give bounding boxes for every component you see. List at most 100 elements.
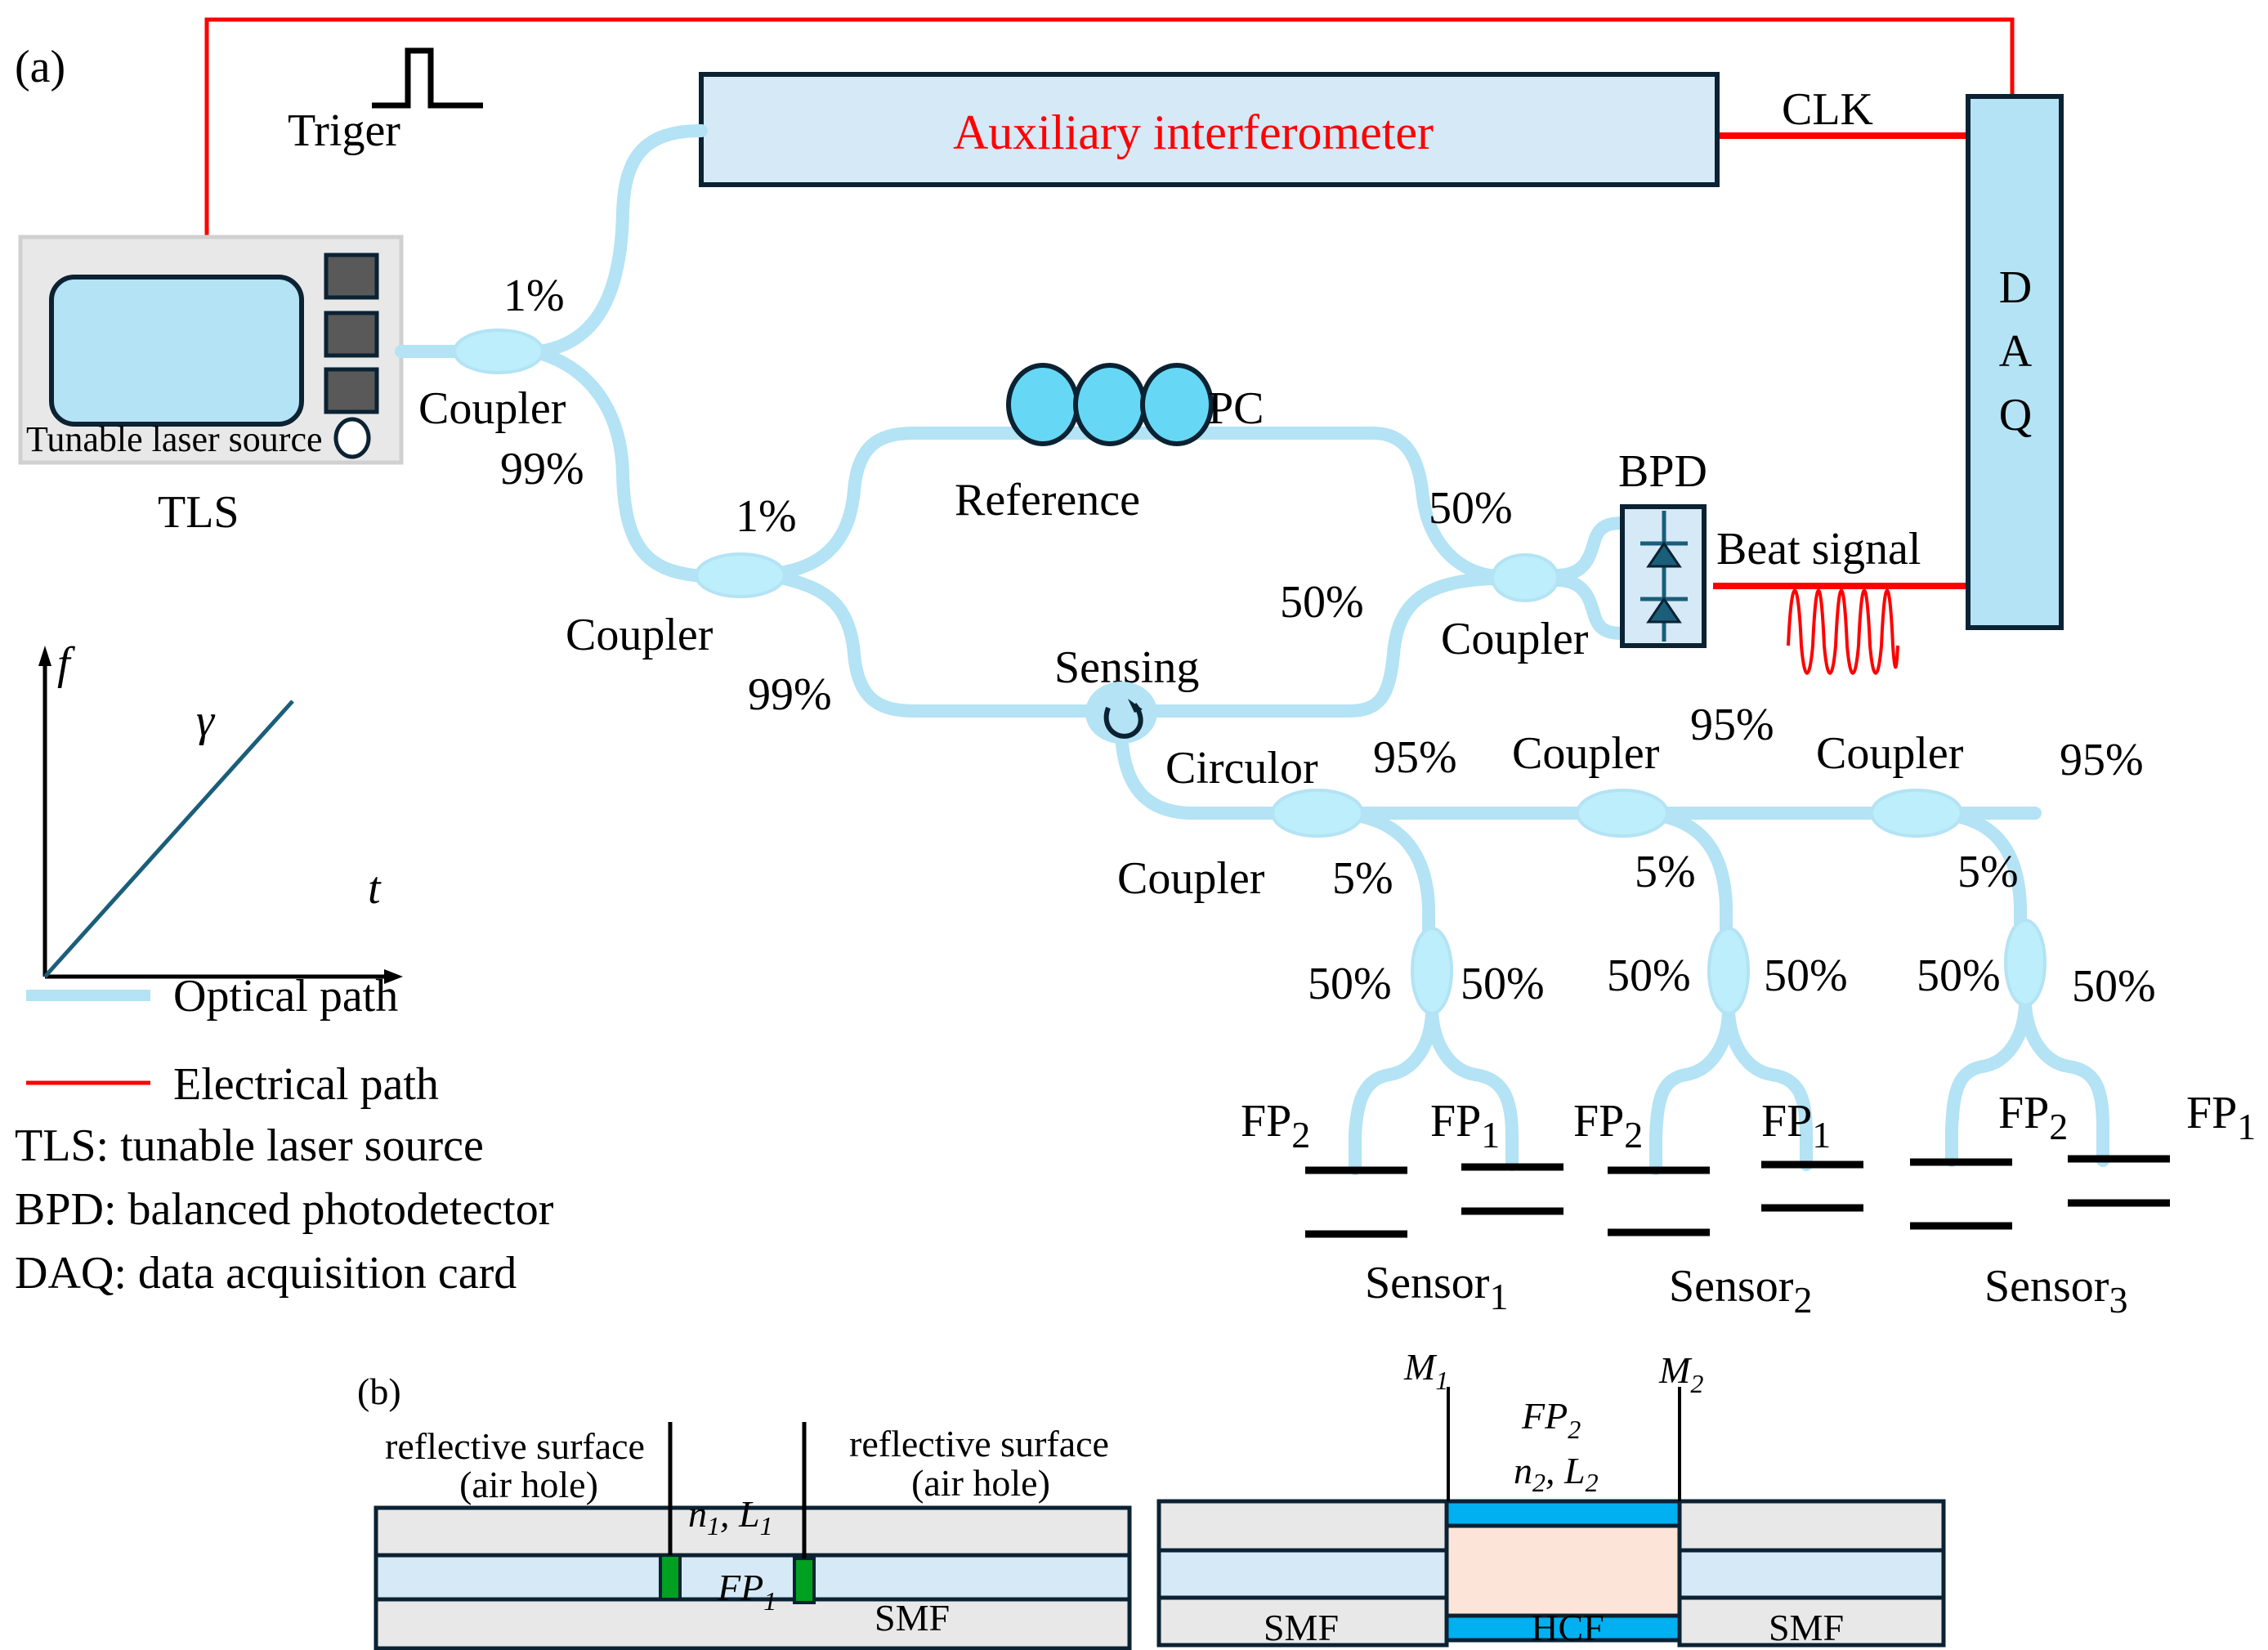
sensor-2-fp-right: FP1 xyxy=(1761,1096,1831,1156)
chain-coupler-2-tap-ratio: 5% xyxy=(1635,847,1696,897)
smf-right-core xyxy=(1677,1548,1946,1600)
sensor-1-fp1-mirrors xyxy=(1461,1163,1563,1215)
polarization-controller[interactable] xyxy=(1006,363,1214,446)
fp2-name: FP2 xyxy=(1521,1395,1581,1444)
coupler-2-label: Coupler xyxy=(566,610,714,660)
daq-letter-q: Q xyxy=(1999,390,2032,440)
coupler-3-label: Coupler xyxy=(1441,614,1589,664)
sensor-1-left-ratio: 50% xyxy=(1308,959,1392,1009)
abbreviation-list: TLS: tunable laser source BPD: balanced … xyxy=(15,1120,554,1299)
sensor-3-fp-right: FP1 xyxy=(2186,1088,2256,1147)
fp1-fiber-label: SMF xyxy=(875,1597,950,1639)
fp1-right-note-line2: (air hole) xyxy=(911,1462,1050,1504)
tls-screen xyxy=(49,275,304,427)
auxiliary-interferometer[interactable]: Auxiliary interferometer xyxy=(699,72,1720,187)
sensor-1-label: Sensor1 xyxy=(1365,1258,1508,1317)
sweep-rate-label: γ xyxy=(196,695,216,746)
photodiode-icon xyxy=(1646,597,1682,624)
circulator[interactable] xyxy=(1085,682,1157,744)
circulator-label: Circulor xyxy=(1165,743,1318,794)
chain-coupler-3-label: Coupler xyxy=(1816,728,1964,779)
auxiliary-interferometer-label: Auxiliary interferometer xyxy=(953,105,1434,159)
sensor-1-fp-right: FP1 xyxy=(1430,1096,1500,1156)
daq-card[interactable]: D A Q xyxy=(1966,94,2064,630)
photodiode-icon xyxy=(1646,541,1682,568)
beat-signal-label: Beat signal xyxy=(1716,524,1921,575)
sensor-2-label: Sensor2 xyxy=(1669,1261,1812,1321)
panel-b-label: (b) xyxy=(357,1371,401,1412)
circulator-arrow-icon xyxy=(1103,703,1143,739)
sensor-3-label: Sensor3 xyxy=(1984,1261,2127,1321)
smf-upper-cladding xyxy=(374,1505,1132,1558)
hcf-upper-cladding xyxy=(1444,1499,1682,1528)
smf-lower-cladding xyxy=(374,1597,1132,1650)
chain-coupler-1[interactable] xyxy=(1271,789,1364,838)
sensor-3-splitter[interactable] xyxy=(2004,919,2047,1007)
trigger-pulse-icon xyxy=(372,47,483,109)
fp2-structure: M1 M2 FP2 n2, L2 SMF HCF SMF xyxy=(1156,1346,1946,1648)
tls-button[interactable] xyxy=(324,253,379,300)
sensor-3-fp-left: FP2 xyxy=(1998,1088,2068,1147)
hcf-core xyxy=(1444,1523,1682,1618)
daq-letter-d: D xyxy=(1999,262,2032,313)
sensor-3-fp2-mirrors xyxy=(1910,1158,2012,1230)
smf-right-lower xyxy=(1677,1595,1946,1648)
sensor-2-left-ratio: 50% xyxy=(1607,950,1691,1001)
tls-device-label: Tunable laser source xyxy=(26,419,323,459)
sensor-2-fp1-mirrors xyxy=(1761,1160,1863,1212)
coupler-1[interactable] xyxy=(453,329,544,374)
electrical-paths xyxy=(204,17,2015,675)
fp1-mirror-right xyxy=(793,1557,816,1604)
smf-left-lower xyxy=(1156,1595,1449,1648)
fp1-left-note-line1: reflective surface xyxy=(385,1425,645,1467)
chain-coupler-3-tap-ratio: 5% xyxy=(1957,847,2019,897)
sensor-1-right-ratio: 50% xyxy=(1461,959,1545,1009)
trigger-wire xyxy=(204,17,2015,235)
coupler-2-bottom-ratio: 99% xyxy=(748,669,832,720)
fp2-fiber-label-smf-left: SMF xyxy=(1264,1607,1339,1648)
coupler-2[interactable] xyxy=(695,552,786,598)
sensor-1-splitter[interactable] xyxy=(1411,927,1453,1015)
coupler-1-top-ratio: 1% xyxy=(503,271,565,321)
legend: Optical path Electrical path xyxy=(26,971,439,1110)
chain-coupler-3-through-ratio: 95% xyxy=(2060,735,2144,785)
frequency-sweep-plot: f t γ xyxy=(38,638,403,984)
fp2-fiber-label-smf-right: SMF xyxy=(1769,1607,1844,1648)
chain-coupler-2-label: Coupler xyxy=(1512,728,1660,779)
legend-optical-label: Optical path xyxy=(173,971,398,1022)
fp1-mirror-left xyxy=(659,1554,682,1601)
coupler-3[interactable] xyxy=(1491,553,1559,602)
coupler-3-bottom-ratio: 50% xyxy=(1280,577,1364,628)
sensor-2-right-ratio: 50% xyxy=(1764,950,1848,1001)
tls-knob[interactable] xyxy=(333,417,371,459)
balanced-photodetector[interactable] xyxy=(1620,504,1707,648)
fp1-name: FP1 xyxy=(717,1567,776,1616)
chain-coupler-2[interactable] xyxy=(1576,789,1669,838)
beat-signal-waveform-icon xyxy=(1787,588,1899,675)
fp2-mirror-2-label: M2 xyxy=(1658,1349,1703,1398)
tls-button[interactable] xyxy=(324,311,379,358)
fp1-right-note-line1: reflective surface xyxy=(849,1423,1109,1464)
tls-button[interactable] xyxy=(324,367,379,414)
panel-a-label: (a) xyxy=(15,42,65,92)
chain-coupler-2-through-ratio: 95% xyxy=(1690,700,1774,750)
coupler-1-bottom-ratio: 99% xyxy=(500,444,584,494)
tunable-laser-source[interactable]: Tunable laser source xyxy=(18,235,404,465)
chain-coupler-3[interactable] xyxy=(1870,789,1963,838)
chain-coupler-1-label: Coupler xyxy=(1117,853,1265,904)
tls-name: TLS xyxy=(158,487,239,538)
f-axis-label: f xyxy=(57,638,76,689)
fp2-params: n2, L2 xyxy=(1514,1450,1599,1497)
sensor-3-right-ratio: 50% xyxy=(2072,961,2156,1012)
sensor-2-fp2-mirrors xyxy=(1608,1166,1710,1236)
reference-label: Reference xyxy=(955,475,1140,525)
abbreviation-daq: DAQ: data acquisition card xyxy=(15,1248,517,1299)
chain-coupler-1-through-ratio: 95% xyxy=(1373,732,1457,783)
sensor-1-fp2-mirrors xyxy=(1305,1166,1407,1238)
smf-left-upper xyxy=(1156,1499,1449,1553)
clk-label: CLK xyxy=(1782,84,1873,135)
sensor-2-splitter[interactable] xyxy=(1707,927,1750,1015)
trigger-label: Triger xyxy=(288,105,400,156)
fp1-left-note-line2: (air hole) xyxy=(459,1464,598,1505)
